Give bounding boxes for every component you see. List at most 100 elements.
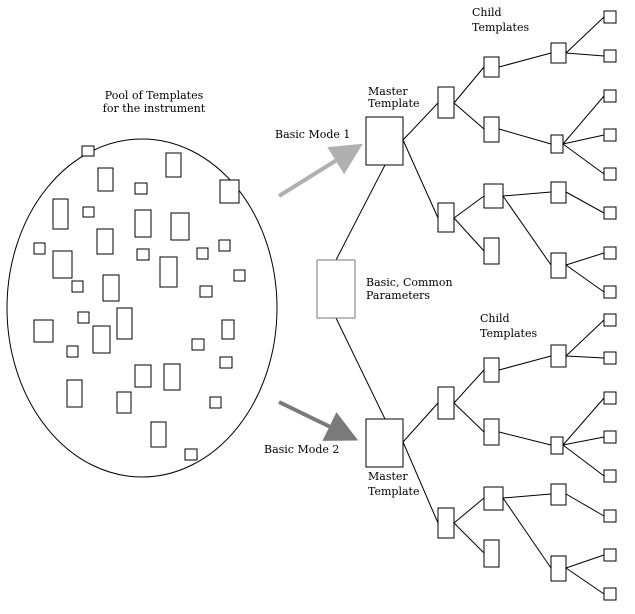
pool-template — [52, 198, 69, 230]
tree-edge — [498, 355, 552, 371]
pool-template — [33, 242, 46, 255]
mode1-arrow — [277, 143, 363, 198]
pool-template — [134, 209, 152, 238]
tree-edge — [565, 264, 605, 293]
pool-template — [134, 364, 152, 388]
tree-edge — [565, 52, 605, 57]
pool-template — [136, 248, 150, 261]
tree-edge — [565, 567, 605, 595]
pool-template — [191, 338, 205, 351]
child-template-leaf — [603, 285, 617, 299]
pool-template — [184, 448, 198, 461]
child-template — [483, 56, 500, 78]
tree-edge — [562, 397, 605, 446]
master-bottom-label-line2: Template — [368, 485, 419, 498]
pool-template — [165, 152, 182, 178]
pool-template — [159, 256, 178, 288]
master-template-top — [365, 116, 404, 166]
child-template-leaf — [603, 469, 617, 483]
pool-template — [33, 319, 54, 343]
pool-template — [170, 212, 190, 241]
tree-edge — [502, 191, 552, 197]
tree-edge — [565, 355, 605, 359]
child-bottom-label-line1: Child — [480, 312, 510, 325]
tree-edge — [498, 431, 552, 446]
child-template — [550, 252, 567, 279]
mode2-label: Basic Mode 2 — [264, 443, 339, 456]
child-template-leaf — [603, 89, 617, 103]
child-template-leaf — [603, 509, 617, 523]
master-template-bottom — [365, 418, 404, 468]
child-template — [483, 539, 500, 568]
tree-edge — [453, 522, 485, 554]
child-template — [483, 116, 500, 143]
tree-edge — [402, 139, 439, 219]
pool-template — [221, 319, 235, 340]
tree-edge — [402, 402, 439, 443]
common-label-line2: Parameters — [366, 289, 430, 302]
child-template-leaf — [603, 313, 617, 327]
tree-edge — [502, 493, 552, 499]
common-parameters-box — [316, 259, 356, 319]
common-to-master-top-edge — [335, 164, 386, 261]
bottom-template-tree: Master Template Child Templates — [365, 312, 617, 601]
child-template-leaf — [603, 587, 617, 601]
pool-label-line2: for the instrument — [103, 102, 206, 115]
child-template-leaf — [603, 206, 617, 220]
tree-edge — [562, 436, 605, 446]
child-template — [483, 357, 500, 383]
child-template-leaf — [603, 246, 617, 260]
pool-label-line1: Pool of Templates — [105, 89, 204, 102]
tree-edge — [565, 319, 605, 357]
master-top-label-line2: Template — [368, 97, 419, 110]
template-pool-ellipse — [6, 138, 278, 478]
pool-template — [196, 247, 209, 260]
pool-template — [52, 250, 73, 279]
tree-edge — [453, 217, 485, 252]
pool-template — [116, 391, 132, 414]
child-template-leaf — [603, 351, 617, 365]
child-template — [550, 42, 567, 64]
tree-edge — [502, 195, 552, 266]
child-template — [483, 418, 500, 446]
master-bottom-label-line1: Master — [368, 470, 408, 483]
common-label-line1: Basic, Common — [366, 276, 453, 289]
child-template — [483, 183, 504, 209]
tree-edge — [402, 102, 439, 141]
pool-template — [71, 280, 84, 293]
tree-edge — [453, 402, 485, 433]
tree-edge — [498, 128, 552, 145]
pool-template — [102, 274, 120, 302]
child-template — [550, 181, 567, 204]
common-to-master-bottom-edge — [335, 317, 386, 420]
tree-edge — [453, 497, 485, 524]
pool-templates — [33, 145, 246, 461]
pool-template — [219, 356, 233, 369]
tree-edge — [453, 195, 485, 219]
tree-edge — [565, 16, 605, 54]
child-template-leaf — [603, 548, 617, 562]
child-template — [483, 486, 504, 511]
master-top-label-line1: Master — [368, 85, 408, 98]
tree-edge — [402, 441, 439, 524]
child-template — [437, 507, 455, 539]
tree-edge — [453, 369, 485, 404]
pool-template — [219, 179, 240, 204]
tree-edge — [453, 66, 485, 104]
pool-template — [199, 285, 213, 298]
tree-edge — [453, 102, 485, 130]
tree-edge — [562, 134, 605, 145]
child-template — [550, 483, 567, 506]
child-template — [550, 344, 567, 368]
tree-edge — [502, 497, 552, 569]
child-template — [437, 386, 455, 420]
tree-edge — [562, 95, 605, 145]
pool-template — [233, 269, 246, 282]
top-template-tree: Master Template Child Templates — [365, 6, 617, 299]
tree-edge — [565, 252, 605, 266]
pool-template — [209, 396, 222, 409]
child-top-label-line2: Templates — [472, 21, 529, 34]
tree-edge — [565, 554, 605, 569]
pool-template — [96, 228, 114, 255]
